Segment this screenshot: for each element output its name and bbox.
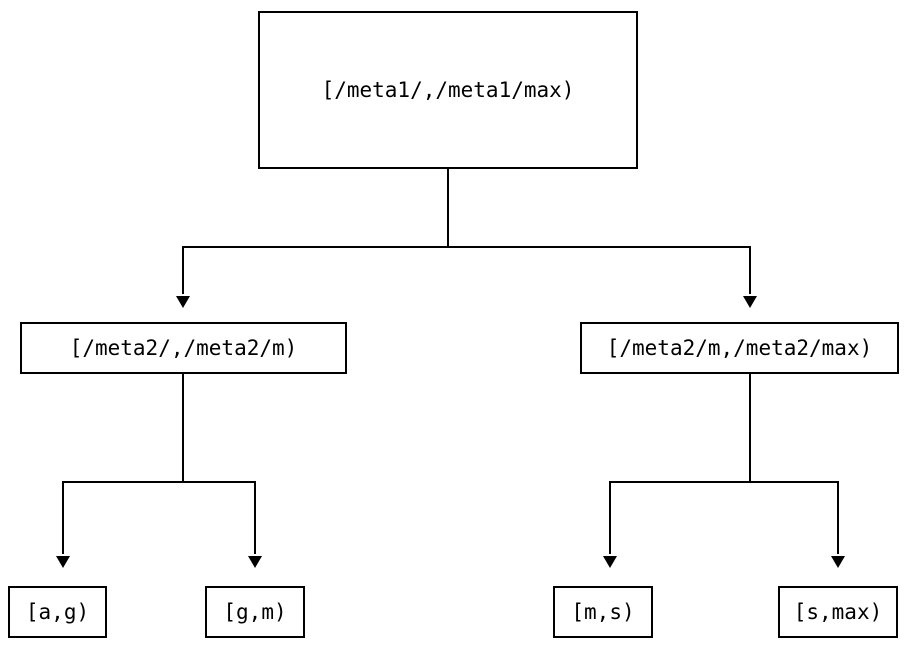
node-leaf-smax[interactable]: [s,max) [778,586,898,638]
arrowhead-mid-left [176,296,190,308]
connector-mid-left-to-leaf-ag [62,481,64,554]
connector-root-to-mid-right [749,246,751,294]
arrowhead-leaf-ag [56,556,70,568]
node-leaf-ag-label: [a,g) [25,600,90,624]
node-leaf-gm[interactable]: [g,m) [205,586,305,638]
node-leaf-ms[interactable]: [m,s) [553,586,653,638]
node-leaf-gm-label: [g,m) [223,600,287,624]
arrowhead-leaf-ms [603,556,617,568]
connector-mid-left-crossbar [62,481,256,483]
arrowhead-leaf-gm [248,556,262,568]
connector-mid-right-to-leaf-smax [837,481,839,554]
node-root[interactable]: [/meta1/,/meta1/max) [258,11,638,169]
connector-root-to-mid-left [182,246,184,294]
connector-mid-right-crossbar [609,481,838,483]
arrowhead-mid-right [743,296,757,308]
connector-mid-right-to-leaf-ms [609,481,611,554]
node-mid-left[interactable]: [/meta2/,/meta2/m) [20,322,347,374]
connector-root-crossbar [182,246,751,248]
node-mid-right-label: [/meta2/m,/meta2/max) [606,336,873,360]
connector-mid-right-stem [749,374,751,482]
arrowhead-leaf-smax [831,556,845,568]
connector-mid-left-stem [182,374,184,482]
connector-mid-left-to-leaf-gm [254,481,256,554]
connector-root-stem [447,169,449,247]
node-leaf-ms-label: [m,s) [571,600,635,624]
node-leaf-smax-label: [s,max) [793,600,883,624]
node-leaf-ag[interactable]: [a,g) [8,586,107,638]
node-root-label: [/meta1/,/meta1/max) [321,78,575,102]
node-mid-left-label: [/meta2/,/meta2/m) [69,336,298,360]
node-mid-right[interactable]: [/meta2/m,/meta2/max) [580,322,899,374]
